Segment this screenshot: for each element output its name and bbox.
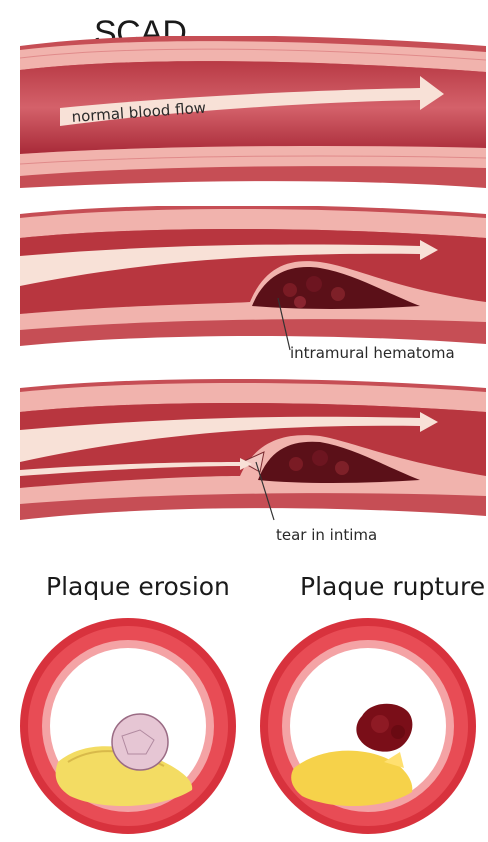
erosion-label: Plaque erosion <box>46 572 230 601</box>
cross-section-erosion <box>14 612 242 840</box>
hematoma-label: intramural hematoma <box>290 344 455 362</box>
vessel-panel-tear: tear in intima <box>20 378 486 548</box>
erosion-thrombus <box>112 714 168 770</box>
vessel-panel-hematoma: intramural hematoma <box>20 206 486 376</box>
vessel-panel-normal: normal blood flow <box>20 36 486 196</box>
rupture-label: Plaque rupture <box>300 572 485 601</box>
cross-section-rupture <box>254 612 482 840</box>
tear-label: tear in intima <box>276 526 377 544</box>
